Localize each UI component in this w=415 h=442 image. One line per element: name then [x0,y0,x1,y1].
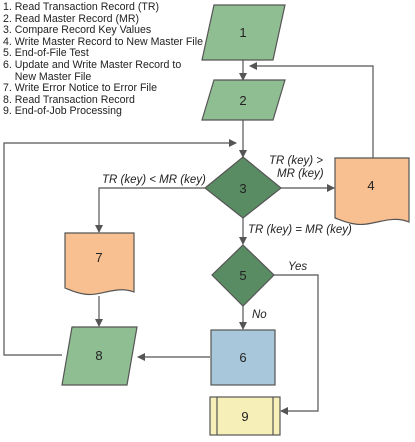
step-item: 6. Update and Write Master Record to [3,58,182,71]
step-item: 8. Read Transaction Record [3,93,135,106]
node-8-label: 8 [95,348,102,363]
io-parallelogram-shape [201,79,286,121]
edge-5-to-9 [274,274,319,415]
edge-4-to-2 [249,62,374,158]
step-item: 7. Write Error Notice to Error File [3,82,158,95]
flow-edges [3,60,374,415]
node-6: 6 [210,329,276,386]
step-item: 3. Compare Record Key Values [3,24,152,37]
node-6-label: 6 [239,350,246,365]
label-tr-equal-mr: TR (key) = MR (key) [248,224,352,236]
node-4-label: 4 [367,178,374,193]
label-no: No [252,309,267,321]
node-7-label: 7 [95,250,102,265]
step-item: 4. Write Master Record to New Master Fil… [3,35,203,48]
predefined-process-shape [209,396,281,436]
node-5: 5 [211,244,275,307]
edge-8-to-3 [3,139,237,356]
node-7: 7 [64,232,135,296]
label-yes: Yes [288,261,307,273]
node-3: 3 [204,156,282,219]
edge-3-to-7 [95,187,205,233]
process-rect-shape [210,329,276,386]
step-item: 5. End-of-File Test [3,47,89,60]
step-item: 2. Read Master Record (MR) [3,12,139,25]
node-1: 1 [201,4,286,61]
document-shape [64,232,135,296]
node-4: 4 [334,157,410,226]
node-5-label: 5 [239,268,246,283]
label-tr-greater-mr-1: TR (key) > [269,155,323,167]
document-shape [334,157,410,226]
edge-labels: TR (key) < MR (key) TR (key) > MR (key) … [102,155,352,321]
node-9: 9 [209,396,281,436]
io-parallelogram-shape [61,326,138,386]
decision-diamond-shape [211,244,275,307]
decision-diamond-shape [204,156,282,219]
node-2: 2 [201,79,286,121]
step-item: New Master File [3,70,92,83]
node-9-label: 9 [241,409,248,424]
node-3-label: 3 [239,181,246,196]
node-1-label: 1 [239,25,246,40]
label-tr-greater-mr-2: MR (key) [277,168,324,180]
node-2-label: 2 [239,93,246,108]
step-item: 9. End-of-Job Processing [3,105,122,118]
label-tr-less-mr: TR (key) < MR (key) [102,174,206,186]
step-item: 1. Read Transaction Record (TR) [3,1,160,13]
step-list: 1. Read Transaction Record (TR) 2. Read … [3,1,203,118]
node-8: 8 [61,326,138,386]
io-parallelogram-shape [201,4,286,61]
